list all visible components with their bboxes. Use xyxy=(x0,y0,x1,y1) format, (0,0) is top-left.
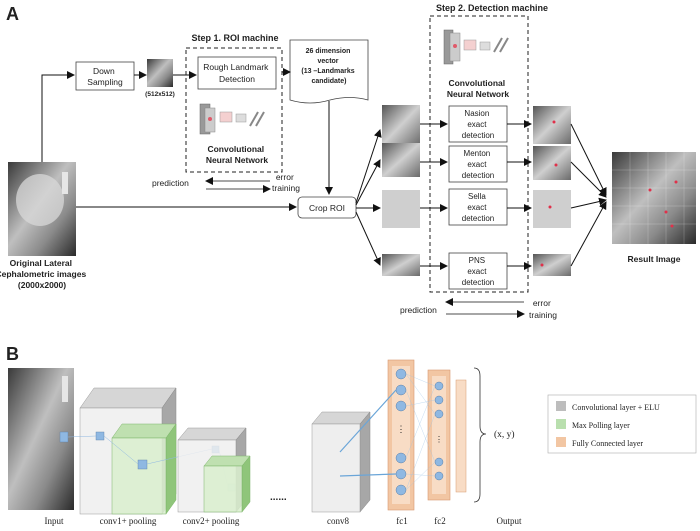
step2-dashed-box xyxy=(429,15,529,293)
down-sampling-label: Down Sampling xyxy=(87,66,123,87)
fc1-layer: ⋮ xyxy=(387,359,415,511)
prediction-label-step2: prediction xyxy=(400,305,437,315)
crop-image-nasion xyxy=(382,105,420,145)
error-training-label-step1: error training xyxy=(272,172,300,193)
detector-label-pns: PNS exact detection xyxy=(462,256,494,287)
label-output: Output xyxy=(496,516,522,526)
step1-title: Step 1. ROI machine xyxy=(191,33,278,43)
detector-box-sella xyxy=(448,188,508,226)
result-image xyxy=(612,152,696,244)
detector-label-menton: Menton exact detection xyxy=(462,149,494,180)
original-xray-image xyxy=(8,162,76,256)
legend-swatch-fc xyxy=(556,437,566,447)
label-conv1: conv1+ pooling xyxy=(100,516,157,526)
output-crop-menton xyxy=(533,146,571,180)
original-arrows xyxy=(41,71,297,211)
output-layer xyxy=(455,379,467,493)
fc-mesh xyxy=(405,373,436,491)
crop-roi-label: Crop ROI xyxy=(309,203,345,213)
result-image-label: Result Image xyxy=(628,254,681,264)
detector-box-nasion xyxy=(448,105,508,143)
ellipsis-dots: ...... xyxy=(270,492,287,503)
cnn-label-step2: Convolutional Neural Network xyxy=(447,78,510,99)
step2-title: Step 2. Detection machine xyxy=(436,3,548,13)
output-value: (x, y) xyxy=(494,429,515,440)
crop-images xyxy=(382,105,420,276)
svg-text:⋮: ⋮ xyxy=(397,424,406,434)
cnn-icon-step2 xyxy=(443,29,509,65)
vector-document xyxy=(289,39,369,104)
detector-label-nasion: Nasion exact detection xyxy=(462,109,494,140)
detector-box-pns xyxy=(448,252,508,290)
crop-image-menton xyxy=(382,143,420,177)
error-training-label-step2: error training xyxy=(529,298,557,320)
label-fc1: fc1 xyxy=(396,516,408,526)
fc-connections xyxy=(339,389,397,477)
legend-box xyxy=(547,394,697,454)
output-crop-sella xyxy=(533,190,571,228)
crop-image-sella xyxy=(382,190,420,228)
original-image-label: Original Lateral Cephalometric images (2… xyxy=(0,258,89,290)
small-size-label: (512x512) xyxy=(145,91,175,98)
panel-b-letter: B xyxy=(6,344,19,364)
label-conv2: conv2+ pooling xyxy=(183,516,240,526)
label-fc2: fc2 xyxy=(434,516,446,526)
label-input: Input xyxy=(45,516,64,526)
legend-label-fc: Fully Connected layer xyxy=(572,439,643,448)
detector-arrows xyxy=(420,120,532,270)
detector-box-menton xyxy=(448,145,508,183)
legend-label-pool: Max Polling layer xyxy=(572,421,630,430)
down-sampling-box xyxy=(75,61,135,91)
feedback-arrows-step1 xyxy=(205,177,271,193)
label-conv8: conv8 xyxy=(327,516,349,526)
crop-image-pns xyxy=(382,254,420,276)
fc2-layer: ⋮ xyxy=(427,369,451,501)
panel-a-letter: A xyxy=(6,4,19,24)
prediction-label-step1: prediction xyxy=(152,178,189,188)
rough-detection-label: Rough Landmark Detection xyxy=(203,62,271,84)
output-crop-pns xyxy=(533,254,571,276)
rough-detection-box xyxy=(197,56,277,90)
conv8-block xyxy=(311,411,371,513)
detector-boxes xyxy=(448,105,508,290)
svg-text:⋮: ⋮ xyxy=(435,435,443,444)
feedback-arrows-step2 xyxy=(445,298,525,318)
downsampled-image xyxy=(147,59,173,87)
cnn-icon-step1 xyxy=(199,103,265,135)
output-crop-images xyxy=(533,106,571,276)
detector-label-sella: Sella exact detection xyxy=(462,192,494,223)
cnn-label-step1: Convolutional Neural Network xyxy=(206,144,269,165)
legend-swatch-pool xyxy=(556,419,566,429)
step1-dashed-box xyxy=(185,47,283,173)
output-brace xyxy=(473,367,487,503)
legend-label-conv: Convolutional layer + ELU xyxy=(572,403,660,412)
legend-swatch-conv xyxy=(556,401,566,411)
result-arrows xyxy=(570,123,607,267)
output-crop-nasion xyxy=(533,106,571,144)
pool2-block xyxy=(203,455,251,513)
vector-label: 26 dimension vector (13 –Landmarks candi… xyxy=(301,48,356,85)
pool1-block xyxy=(111,423,177,515)
crop-fan-arrows xyxy=(355,129,382,266)
